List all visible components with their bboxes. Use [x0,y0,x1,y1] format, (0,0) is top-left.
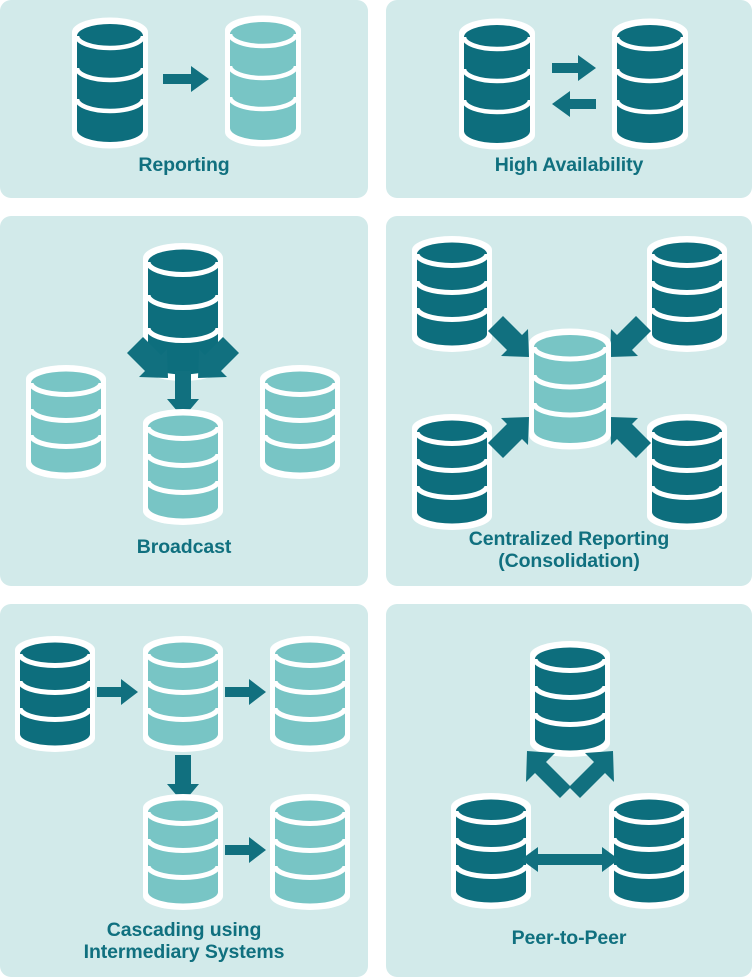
arrow-intermediary-top-to-intermediary-bottom-icon [167,755,199,803]
primary-database-icon [459,18,535,150]
centralized-reporting-illustration [386,216,752,586]
arrow-bottom-left-to-bottom-right-icon [521,847,619,872]
arrow-source-to-center-icon [167,371,199,418]
arrow-bottom-right-to-center-icon [610,417,651,458]
cascading-illustration [0,604,368,977]
target-database-bottom-right-icon [270,794,350,910]
source-database-bottom-right-icon [647,414,727,530]
broadcast-illustration [0,216,368,586]
arrow-top-to-bottom-right-icon [569,751,614,798]
peer-to-peer-illustration [386,604,752,977]
panel-high-availability[interactable]: High Availability [386,0,752,198]
high-availability-illustration [386,0,752,198]
arrow-source-to-intermediary-top-icon [97,679,138,705]
consolidated-database-icon [529,328,611,450]
caption-line: High Availability [494,154,644,176]
source-database-icon [15,636,95,752]
arrow-intermediary-top-to-target-icon [225,679,266,705]
panel-caption-reporting: Reporting [0,154,368,176]
arrow-top-right-to-center-icon [610,316,651,357]
arrow-bottom-left-to-center-icon [488,417,529,458]
source-database-icon [143,243,223,381]
target-database-right-icon [260,365,340,479]
target-database-top-right-icon [270,636,350,752]
caption-line: Intermediary Systems [83,941,285,963]
intermediary-database-top-icon [143,636,223,752]
panel-centralized-reporting[interactable]: Centralized Reporting (Consolidation) [386,216,752,586]
peer-database-bottom-right-icon [609,793,689,909]
arrow-primary-to-standby-icon [552,55,596,81]
caption-line: (Consolidation) [498,550,640,572]
panel-peer-to-peer[interactable]: Peer-to-Peer [386,604,752,977]
panel-caption-peer-to-peer: Peer-to-Peer [386,927,752,949]
panel-cascading[interactable]: Cascading using Intermediary Systems [0,604,368,977]
caption-line: Broadcast [136,536,232,558]
panel-caption-broadcast: Broadcast [0,536,368,558]
caption-line: Reporting [138,154,230,176]
panel-caption-high-availability: High Availability [386,154,752,176]
caption-line: Cascading using [106,919,262,941]
source-database-bottom-left-icon [412,414,492,530]
peer-database-top-icon [530,641,610,757]
panel-reporting[interactable]: Reporting [0,0,368,198]
source-database-icon [72,17,148,149]
standby-database-icon [612,18,688,150]
intermediary-database-bottom-icon [143,794,223,910]
target-database-icon [225,15,301,147]
caption-line: Centralized Reporting [468,528,670,550]
arrow-standby-to-primary-icon [552,91,596,117]
arrow-top-to-bottom-left-icon [526,751,571,798]
arrow-top-left-to-center-icon [488,316,529,357]
peer-database-bottom-left-icon [451,793,531,909]
source-database-top-left-icon [412,236,492,352]
panel-caption-centralized-reporting: Centralized Reporting (Consolidation) [386,528,752,572]
panel-caption-cascading: Cascading using Intermediary Systems [0,919,368,963]
source-database-top-right-icon [647,236,727,352]
arrow-source-to-right-icon [198,337,239,378]
panel-broadcast[interactable]: Broadcast [0,216,368,586]
arrow-source-to-target-icon [163,66,209,92]
reporting-illustration [0,0,368,198]
target-database-center-icon [143,409,223,525]
arrow-intermediary-bottom-to-target-icon [225,837,266,863]
arrow-source-to-left-icon [127,337,168,378]
target-database-left-icon [26,365,106,479]
caption-line: Peer-to-Peer [511,927,627,949]
